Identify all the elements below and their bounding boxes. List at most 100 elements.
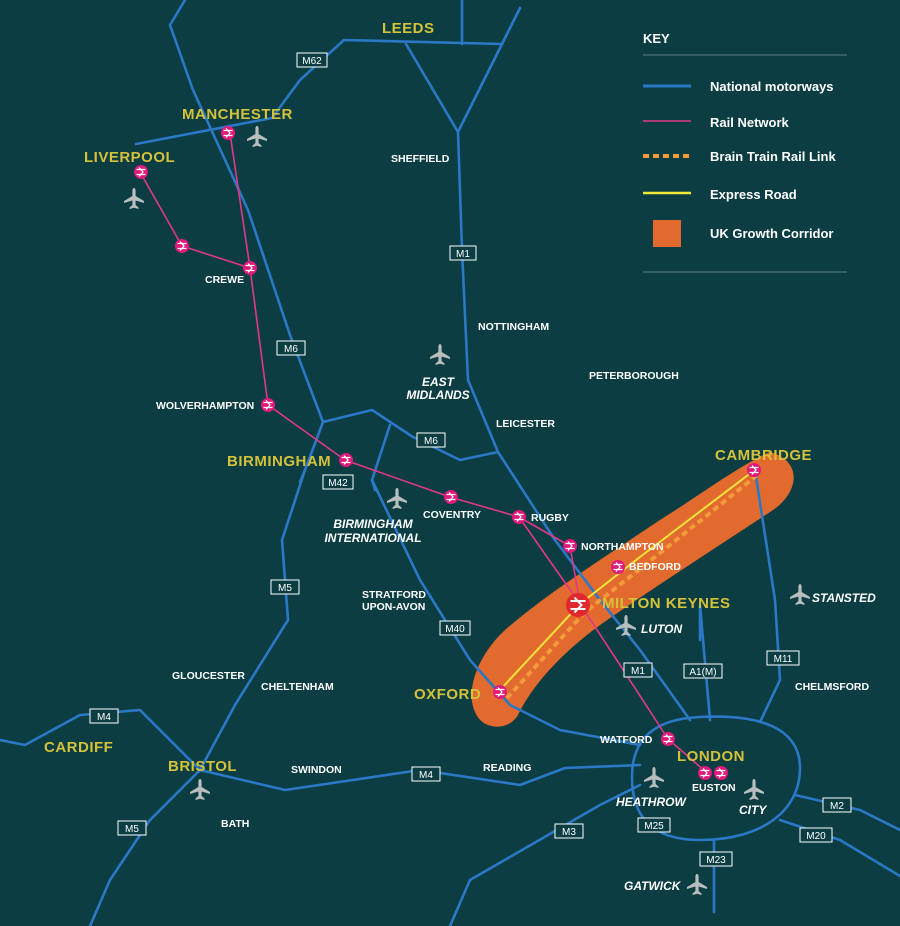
svg-text:National motorways: National motorways [710, 79, 834, 94]
motorway-m1 [456, 130, 692, 722]
airport-labels: EAST MIDLANDS BIRMINGHAM INTERNATIONAL S… [324, 375, 876, 893]
station-liverpool-icon [133, 164, 149, 180]
svg-text:M62: M62 [302, 56, 322, 67]
express-road [499, 471, 753, 691]
town-peterborough: PETERBOROUGH [589, 370, 679, 382]
town-leicester: LEICESTER [496, 418, 555, 430]
svg-text:Brain Train Rail Link: Brain Train Rail Link [710, 149, 836, 164]
station-london-icon [697, 765, 713, 781]
station-wolverhampton-icon [260, 397, 276, 413]
brain-train-rail-link [505, 474, 758, 700]
rail-crewe-wolverhampton [249, 267, 269, 406]
rail-wcml [267, 404, 707, 773]
airport-gatwick-icon [687, 874, 707, 895]
station-oxford-icon [492, 684, 508, 700]
motorway-label-m3: M3 [554, 823, 584, 839]
motorway-label-m6-east: M6 [416, 432, 446, 448]
town-watford: WATFORD [600, 734, 653, 746]
airport-city-icon [744, 779, 764, 800]
airport-birmingham-intl-line2: INTERNATIONAL [324, 531, 421, 545]
airport-liverpool-icon [124, 188, 144, 209]
svg-text:M25: M25 [644, 821, 664, 832]
svg-text:M4: M4 [419, 770, 433, 781]
airport-birmingham-intl-line1: BIRMINGHAM [333, 517, 413, 531]
rail-liverpool-crewe [139, 171, 251, 269]
city-london: LONDON [677, 748, 745, 765]
motorway-label-m2: M2 [822, 797, 852, 813]
town-nottingham: NOTTINGHAM [478, 321, 549, 333]
station-manchester-icon [220, 125, 236, 141]
airport-birmingham-icon [387, 488, 407, 509]
airport-stansted: STANSTED [812, 591, 876, 605]
motorway-label-m11: M11 [766, 650, 800, 666]
motorway-label-m4-east: M4 [411, 766, 441, 782]
town-crewe: CREWE [205, 274, 244, 286]
motorway-label-m42: M42 [322, 474, 354, 490]
airport-heathrow-icon [644, 767, 664, 788]
svg-text:M2: M2 [830, 801, 844, 812]
town-wolverhampton: WOLVERHAMPTON [156, 400, 254, 412]
town-rugby: RUGBY [531, 512, 569, 524]
motorway-m20 [778, 818, 900, 878]
motorway-label-m40: M40 [439, 620, 471, 636]
town-gloucester: GLOUCESTER [172, 670, 245, 682]
key-item-rail: Rail Network [643, 115, 790, 130]
town-reading: READING [483, 762, 531, 774]
station-coventry-icon [443, 489, 459, 505]
key-item-brain-train: Brain Train Rail Link [643, 149, 836, 164]
airport-manchester-icon [247, 126, 267, 147]
svg-text:M5: M5 [278, 583, 292, 594]
town-stratford-line2: UPON-AVON [362, 601, 425, 613]
key-item-express-road: Express Road [643, 187, 797, 202]
town-cheltenham: CHELTENHAM [261, 681, 334, 693]
motorway-m5 [88, 468, 307, 926]
growth-corridor [471, 452, 794, 727]
key-item-growth-corridor: UK Growth Corridor [653, 220, 834, 247]
svg-text:A1(M): A1(M) [689, 667, 716, 678]
svg-text:M1: M1 [456, 249, 470, 260]
motorway-label-m62: M62 [296, 52, 328, 68]
airport-east-midlands-line2: MIDLANDS [406, 388, 469, 402]
station-liverpool-south-icon [174, 238, 190, 254]
city-cambridge: CAMBRIDGE [715, 447, 812, 464]
station-rugby-icon [511, 509, 527, 525]
airport-city: CITY [739, 803, 767, 817]
motorway-label-m1-south: M1 [623, 662, 653, 678]
town-bath: BATH [221, 818, 249, 830]
svg-text:M42: M42 [328, 478, 348, 489]
svg-text:M20: M20 [806, 831, 826, 842]
svg-text:Express Road: Express Road [710, 187, 797, 202]
airport-gatwick: GATWICK [624, 879, 682, 893]
city-leeds: LEEDS [382, 20, 435, 37]
station-watford-icon [660, 731, 676, 747]
motorway-m40 [370, 478, 642, 747]
motorway-m3 [448, 783, 642, 926]
map-key: KEY National motorways Rail Network Brai… [643, 31, 847, 273]
svg-text:M6: M6 [424, 436, 438, 447]
airport-east-midlands-icon [430, 344, 450, 365]
airport-stansted-icon [790, 584, 810, 605]
town-euston: EUSTON [692, 782, 736, 794]
svg-text:UK Growth Corridor: UK Growth Corridor [710, 226, 834, 241]
station-northampton-icon [562, 538, 578, 554]
svg-text:M6: M6 [284, 344, 298, 355]
svg-text:M40: M40 [445, 624, 465, 635]
motorway-label-m23: M23 [699, 851, 733, 867]
town-sheffield: SHEFFIELD [391, 153, 450, 165]
city-liverpool: LIVERPOOL [84, 149, 175, 166]
motorway-m6 [168, 0, 500, 462]
motorway-label-m20: M20 [799, 827, 833, 843]
city-birmingham: BIRMINGHAM [227, 453, 331, 470]
station-milton-keynes-icon [565, 592, 591, 618]
airport-heathrow: HEATHROW [616, 795, 687, 809]
svg-text:M4: M4 [97, 712, 111, 723]
motorway-label-m5: M5 [270, 579, 300, 595]
svg-text:M3: M3 [562, 827, 576, 838]
rail-manchester-crewe [229, 132, 251, 269]
svg-text:M1: M1 [631, 666, 645, 677]
airport-bristol-icon [190, 779, 210, 800]
svg-text:M23: M23 [706, 855, 726, 866]
station-cambridge-icon [746, 462, 762, 478]
